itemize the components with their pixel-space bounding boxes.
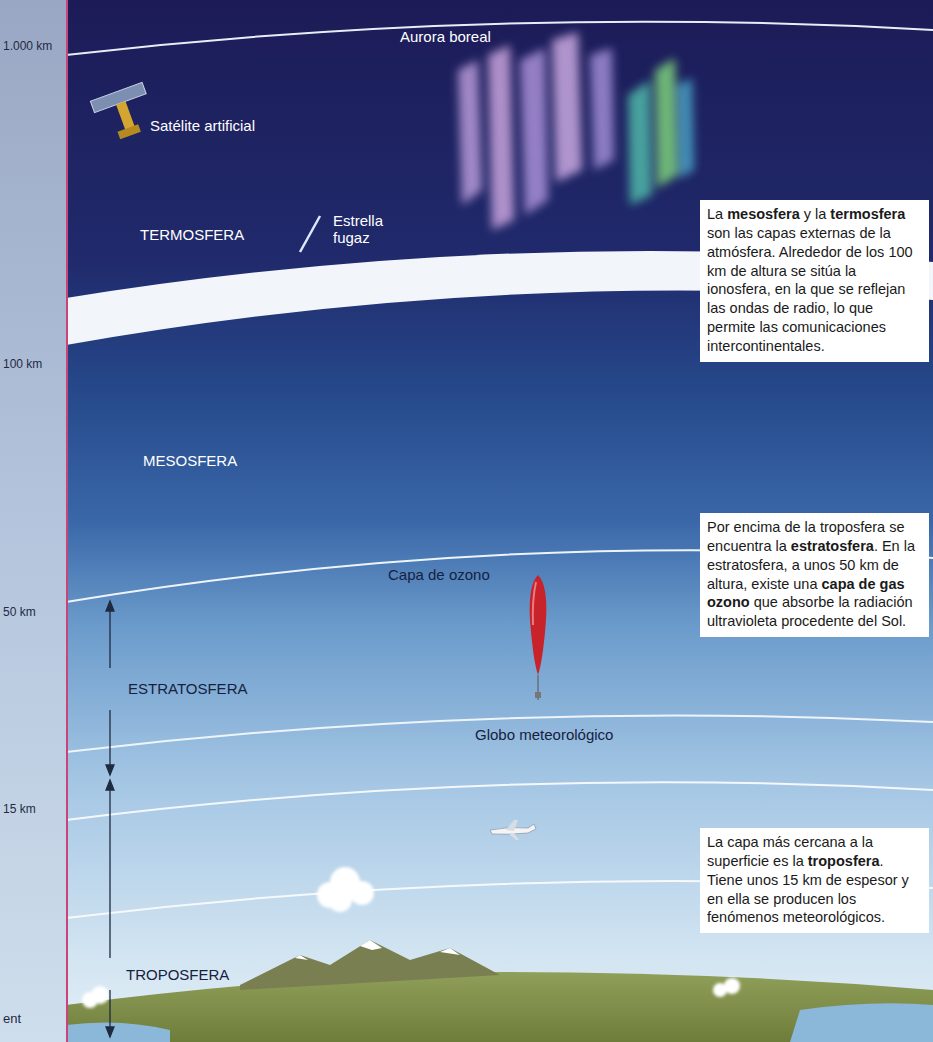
info-box: La capa más cercana a la superficie es l… — [700, 828, 929, 933]
info-text: La capa más cercana a la superficie es l… — [707, 833, 922, 927]
layer-name: TROPOSFERA — [126, 966, 229, 983]
layer-name: MESOSFERA — [143, 452, 237, 469]
cut-text: ent — [3, 1012, 21, 1027]
altitude-mark: 100 km — [3, 358, 42, 372]
altitude-mark: 15 km — [3, 803, 36, 817]
altitude-mark: 1.000 km — [3, 40, 52, 54]
layer-name: ESTRATOSFERA — [128, 680, 247, 697]
object-label: Satélite artificial — [150, 117, 255, 134]
layer-name: TERMOSFERA — [140, 226, 244, 243]
info-text: Por encima de la troposfera se encuentra… — [707, 518, 922, 631]
info-box: Por encima de la troposfera se encuentra… — [700, 513, 929, 637]
layer-label: Capa de ozono — [388, 566, 490, 583]
object-label: Estrella fugaz — [333, 212, 397, 247]
info-box: La mesosfera y la termosfera son las cap… — [700, 200, 929, 362]
altitude-mark: 50 km — [3, 606, 36, 620]
info-text: La mesosfera y la termosfera son las cap… — [707, 205, 922, 356]
object-label: Globo meteorológico — [475, 726, 613, 743]
phenomenon-label: Aurora boreal — [400, 28, 491, 45]
